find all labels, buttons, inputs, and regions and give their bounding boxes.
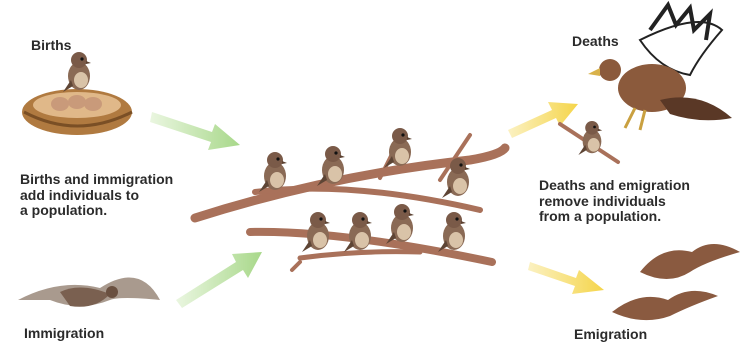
emigration-arrow	[528, 262, 604, 294]
add-description: Births and immigration add individuals t…	[20, 172, 173, 219]
hawk	[588, 5, 732, 130]
dead-sparrow	[560, 121, 618, 162]
births-label: Births	[31, 37, 71, 53]
nest-with-eggs	[22, 89, 132, 135]
emigration-label: Emigration	[574, 326, 647, 342]
immigration-arrow	[176, 252, 262, 308]
branch	[195, 135, 505, 270]
deaths-arrow	[508, 102, 578, 138]
births-arrow	[150, 112, 240, 150]
parent-sparrow	[63, 52, 91, 92]
flying-sparrows-in	[18, 277, 160, 306]
remove-description: Deaths and emigration remove individuals…	[539, 178, 690, 225]
immigration-label: Immigration	[24, 325, 104, 341]
deaths-label: Deaths	[572, 33, 619, 49]
flying-sparrows-out	[612, 244, 740, 320]
